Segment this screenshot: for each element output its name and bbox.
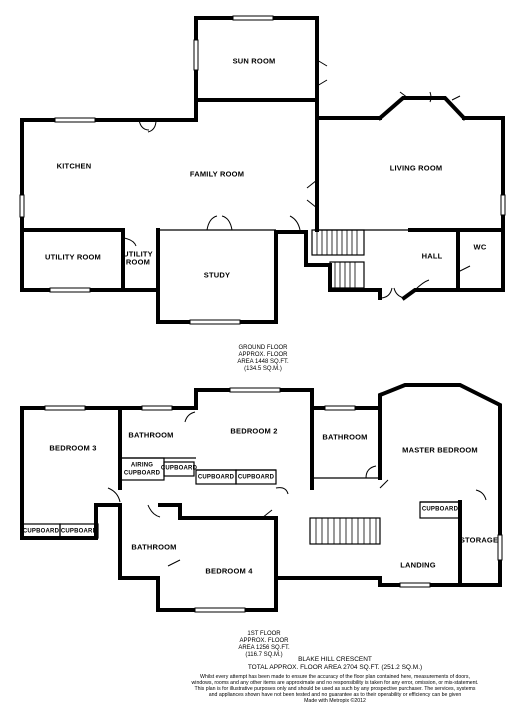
cupboard-label-b: CUPBOARD — [197, 474, 235, 481]
ground-floor-title: GROUND FLOOR — [238, 345, 288, 351]
total-area: TOTAL APPROX. FLOOR AREA 2704 SQ.FT. (25… — [247, 663, 423, 671]
room-landing: LANDING — [400, 560, 436, 570]
room-family-room: FAMILY ROOM — [189, 169, 245, 179]
first-floor-walls — [20, 383, 502, 612]
cupboard-label-f: CUPBOARD — [421, 506, 459, 513]
ground-floor-area-line3: (134.5 SQ.M.) — [244, 366, 282, 372]
room-storage: STORAGE — [459, 535, 499, 545]
room-utility-room-small-line2: ROOM — [125, 257, 151, 267]
cupboard-label-d: CUPBOARD — [22, 528, 60, 535]
cupboard-label-c: CUPBOARD — [237, 474, 275, 481]
room-wc: WC — [473, 242, 487, 252]
disclaimer-body: Whilst every attempt has been made to en… — [191, 674, 479, 698]
footer-title-block: BLAKE HILL CRESCENT TOTAL APPROX. FLOOR … — [248, 656, 422, 671]
ground-floor-area-line2: AREA 1448 SQ.FT. — [237, 359, 289, 365]
first-floor-area-label: 1ST FLOOR APPROX. FLOOR AREA 1256 SQ.FT.… — [238, 631, 289, 659]
cupboard-label-e: CUPBOARD — [60, 528, 98, 535]
room-master-bedroom: MASTER BEDROOM — [402, 445, 478, 455]
room-utility-room-small-line1: UTILITY — [123, 249, 153, 259]
room-bathroom-1: BATHROOM — [128, 430, 174, 440]
first-floor-area-line1: APPROX. FLOOR — [239, 638, 289, 644]
airing-cupboard-line2: CUPBOARD — [123, 470, 161, 477]
room-bedroom-3: BEDROOM 3 — [49, 443, 97, 453]
cupboard-label-a: CUPBOARD — [160, 465, 198, 472]
room-bathroom-3: BATHROOM — [131, 542, 177, 552]
ground-floor-bay — [377, 96, 467, 121]
disclaimer-text: Whilst every attempt has been made to en… — [190, 674, 480, 704]
room-kitchen: KITCHEN — [56, 161, 92, 171]
property-name: BLAKE HILL CRESCENT — [298, 656, 372, 663]
room-sun-room: SUN ROOM — [232, 56, 276, 66]
ground-floor-area-line1: APPROX. FLOOR — [238, 352, 288, 358]
room-study: STUDY — [203, 270, 231, 280]
room-bedroom-4: BEDROOM 4 — [205, 566, 253, 576]
ground-floor-area-label: GROUND FLOOR APPROX. FLOOR AREA 1448 SQ.… — [237, 345, 288, 373]
airing-cupboard-line1: AIRING — [130, 462, 154, 469]
first-floor-title: 1ST FLOOR — [247, 631, 281, 637]
first-floor-area-line3: (116.7 SQ.M.) — [245, 652, 283, 658]
room-bathroom-2: BATHROOM — [322, 432, 368, 442]
first-floor-doors — [107, 411, 487, 567]
first-floor-area-line2: AREA 1256 SQ.FT. — [238, 645, 290, 651]
first-floor-windows — [44, 387, 503, 613]
room-bedroom-2: BEDROOM 2 — [230, 426, 278, 436]
room-utility-room: UTILITY ROOM — [44, 252, 102, 262]
first-floor-cupboards — [21, 457, 461, 539]
ground-floor-stairs — [311, 229, 365, 289]
ground-floor-doors — [123, 59, 471, 299]
metropix-credit: Made with Metropix ©2012 — [304, 698, 366, 704]
ground-floor-windows — [19, 15, 506, 325]
room-living-room: LIVING ROOM — [389, 163, 443, 173]
first-floor-stairs — [315, 518, 377, 544]
room-hall: HALL — [421, 251, 443, 261]
